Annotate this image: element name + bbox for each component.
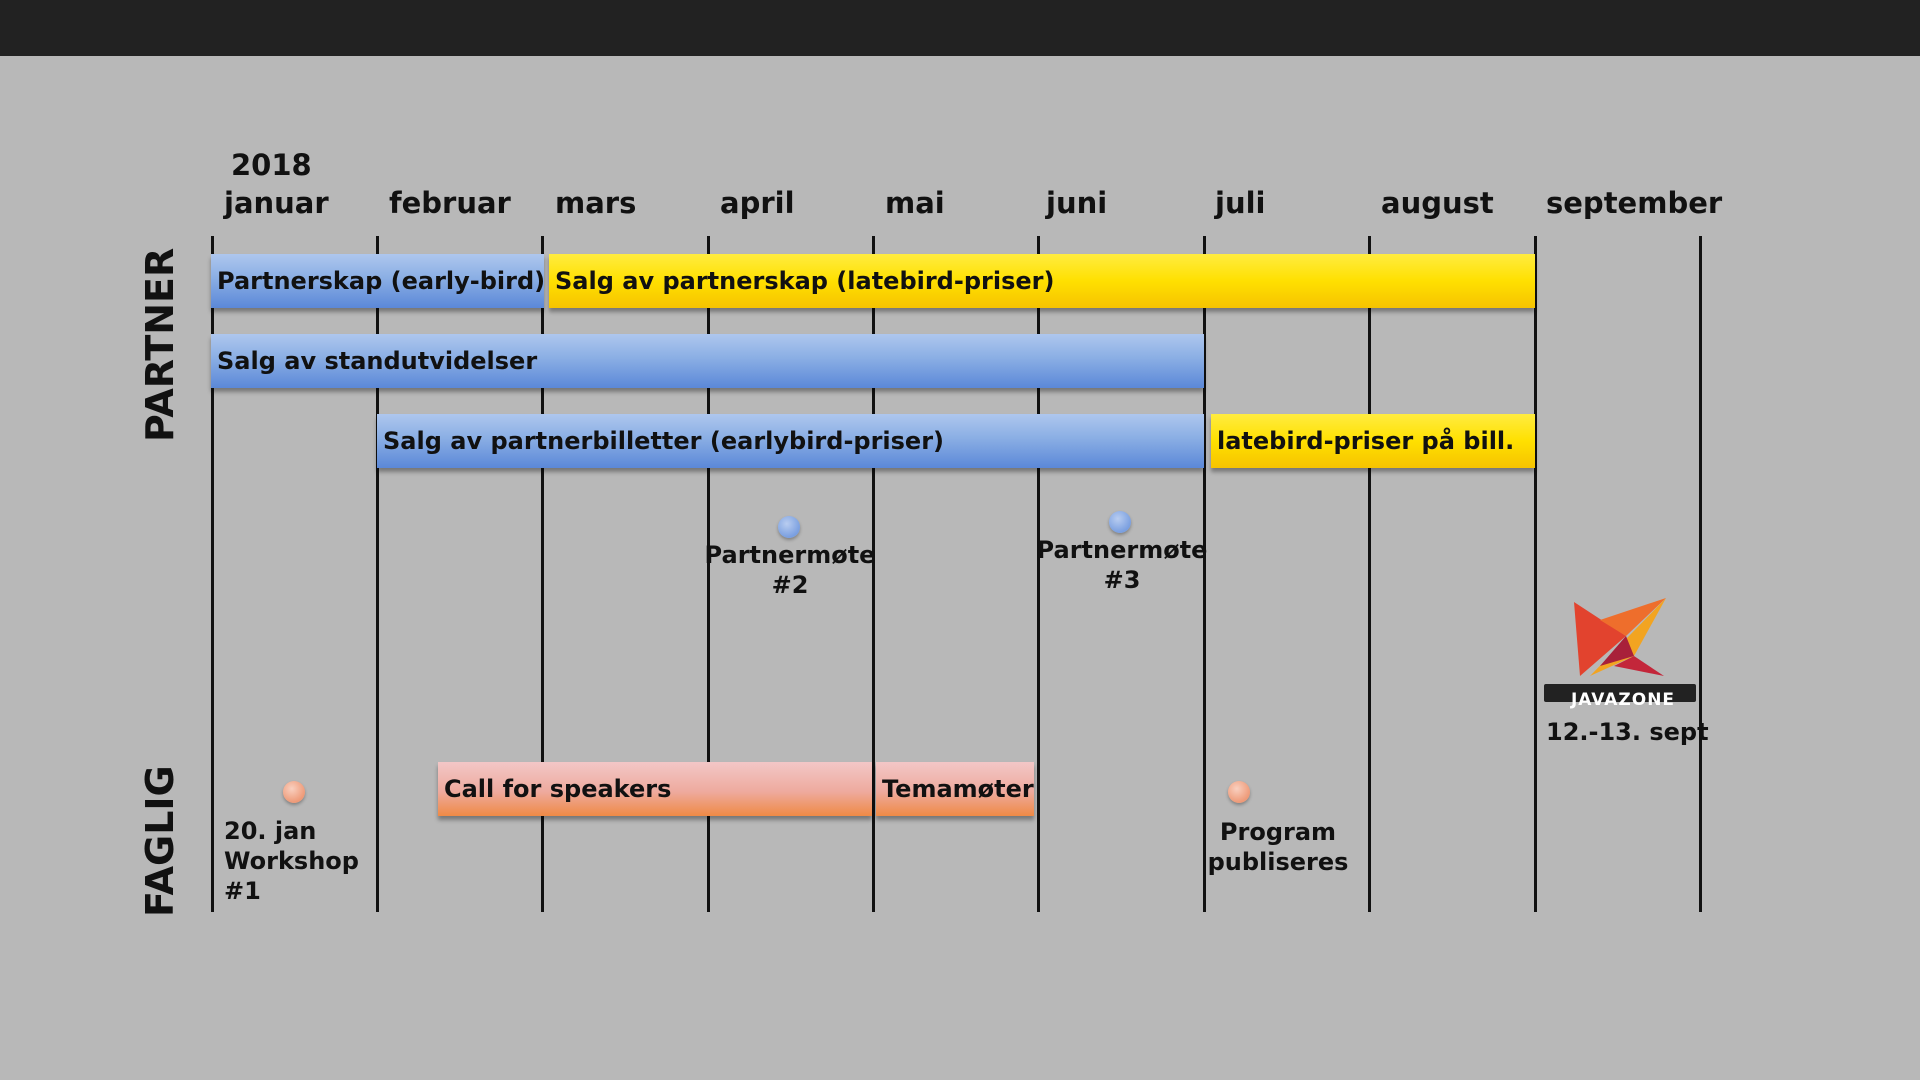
month-april: april (720, 186, 795, 220)
year-label: 2018 (231, 148, 312, 182)
event-label-line: Partnermøte (1036, 536, 1208, 564)
top-bar (0, 0, 1920, 56)
javazone-logo-text: JAVAZONE (1570, 690, 1676, 710)
month-august: august (1381, 186, 1494, 220)
bar-latebird-bill: latebird-priser på bill. (1211, 414, 1535, 468)
bar-call-for-speakers: Call for speakers (438, 762, 872, 816)
month-divider (707, 236, 710, 912)
event-label-line: #1 (224, 877, 261, 905)
event-partnermote-2: Partnermøte #2 (700, 540, 880, 600)
bar-temamoter: Temamøter (876, 762, 1034, 816)
event-label-line: Partnermøte (704, 541, 876, 569)
month-divider (1037, 236, 1040, 912)
month-divider (1699, 236, 1702, 912)
section-label-partner: PARTNER (138, 247, 182, 442)
month-divider (541, 236, 544, 912)
section-label-faglig: FAGLIG (138, 765, 182, 917)
javazone-logo (1544, 598, 1696, 702)
month-september: september (1546, 186, 1723, 220)
bar-partnerskap-late: Salg av partnerskap (latebird-priser) (549, 254, 1535, 308)
month-juli: juli (1215, 186, 1266, 220)
month-juni: juni (1046, 186, 1108, 220)
event-marker (778, 516, 800, 538)
event-marker (1228, 781, 1250, 803)
event-label-line: #3 (1103, 566, 1141, 594)
month-divider (376, 236, 379, 912)
bar-standutvidelser: Salg av standutvidelser (211, 334, 1204, 388)
event-label-line: 20. jan (224, 817, 317, 845)
bar-partnerskap-early: Partnerskap (early-bird) (211, 254, 545, 308)
month-divider (872, 236, 875, 912)
event-marker (283, 781, 305, 803)
month-divider (1203, 236, 1206, 912)
event-label-line: #2 (771, 571, 809, 599)
month-januar: januar (224, 186, 329, 220)
month-divider (1534, 236, 1537, 912)
bar-partnerbilletter: Salg av partnerbilletter (earlybird-pris… (377, 414, 1204, 468)
event-label-line: publiseres (1207, 848, 1349, 876)
event-label-line: Workshop (224, 847, 359, 875)
month-divider (211, 236, 214, 912)
event-label-line: Program (1219, 818, 1337, 846)
event-partnermote-3: Partnermøte #3 (1032, 535, 1212, 595)
month-mai: mai (885, 186, 945, 220)
conference-dates: 12.-13. sept (1546, 718, 1709, 746)
event-workshop-1: 20. jan Workshop #1 (224, 816, 359, 906)
event-program-publiseres: Program publiseres (1198, 817, 1358, 877)
month-februar: februar (389, 186, 511, 220)
month-divider (1368, 236, 1371, 912)
month-mars: mars (555, 186, 637, 220)
event-marker (1109, 511, 1131, 533)
